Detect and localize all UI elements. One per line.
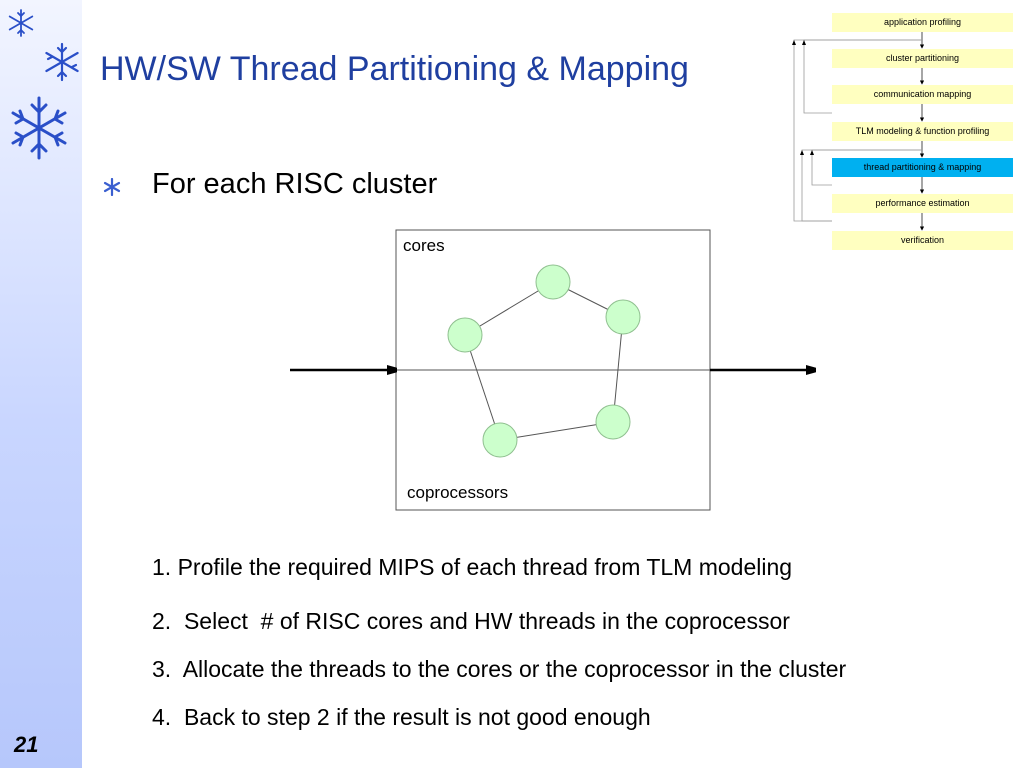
flow-step-tlm-modeling: TLM modeling & function profiling [832,122,1013,141]
coprocessors-label: coprocessors [407,483,509,502]
core-node [605,299,641,335]
snowflake-icon [8,9,34,37]
asterisk-bullet-icon [103,178,121,196]
step-3: 3. Allocate the threads to the cores or … [152,656,847,682]
flow-feedback-arrowheads [792,40,814,155]
page-number: 21 [14,732,39,757]
flow-feedback-loops [793,39,922,222]
step-2: 2. Select # of RISC cores and HW threads… [152,608,790,634]
snowflake-icon [11,96,67,160]
core-node [447,317,483,353]
bullet-text: For each RISC cluster [152,168,438,200]
sidebar-divider [82,0,83,768]
snowflake-icon [45,42,79,82]
page-title: HW/SW Thread Partitioning & Mapping [100,50,689,88]
core-node [535,264,571,300]
flow-step-cluster-partitioning: cluster partitioning [832,49,1013,68]
coprocessor-node [482,422,518,458]
cores-label: cores [403,236,445,255]
step-1: 1. Profile the required MIPS of each thr… [152,554,793,580]
flow-step-performance-estimation: performance estimation [832,194,1013,213]
flow-step-application-profiling: application profiling [832,13,1013,32]
flow-step-verification: verification [832,231,1013,250]
coprocessor-node [595,404,631,440]
flow-step-communication-mapping: communication mapping [832,85,1013,104]
step-4: 4. Back to step 2 if the result is not g… [152,704,651,730]
flow-step-thread-partitioning: thread partitioning & mapping [832,158,1013,177]
